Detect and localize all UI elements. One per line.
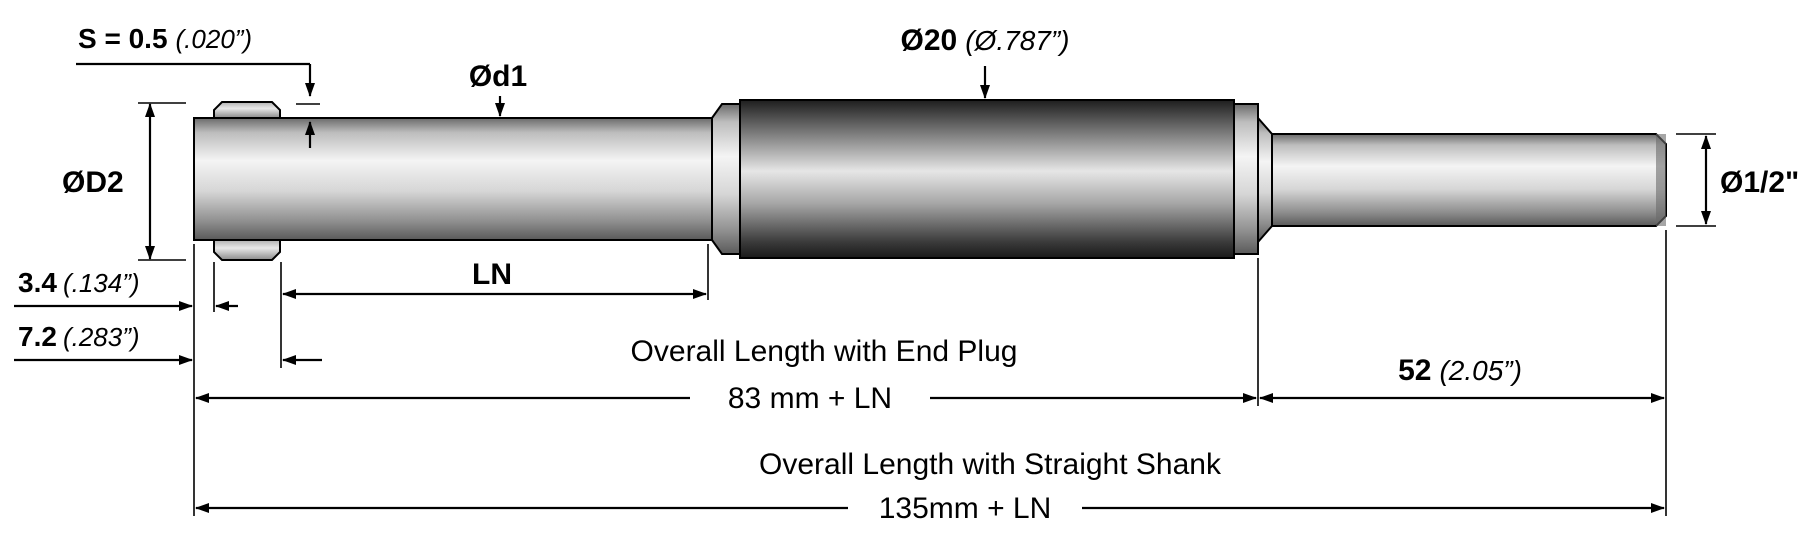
key-bottom: [213, 239, 281, 261]
label-d1: Ød1: [469, 60, 527, 93]
label-straight-value: 135mm + LN: [879, 492, 1052, 525]
label-straight-title: Overall Length with Straight Shank: [759, 448, 1222, 481]
label-d20: Ø20(Ø.787”): [901, 24, 1070, 57]
label-end-plug-value: 83 mm + LN: [728, 382, 892, 415]
label-ln: LN: [472, 258, 512, 291]
label-shank-dia: Ø1/2": [1720, 166, 1799, 199]
dimension-labels: S = 0.5(.020”) Ød1 Ø20(Ø.787”) ØD2 Ø1/2"…: [18, 23, 1799, 525]
main-body: [739, 99, 1235, 259]
label-s: S = 0.5(.020”): [78, 23, 252, 54]
label-D2: ØD2: [62, 166, 124, 199]
label-3-4: 3.4(.134”): [18, 267, 140, 298]
label-end-plug-title: Overall Length with End Plug: [631, 335, 1018, 368]
key-top: [213, 101, 281, 119]
shaft-left: [193, 117, 715, 241]
label-7-2: 7.2(.283”): [18, 321, 140, 352]
label-shank-length: 52(2.05”): [1398, 354, 1522, 387]
collar: [1233, 103, 1259, 255]
shaft-neck: [711, 103, 741, 255]
dimension-lines: [14, 62, 1716, 516]
tool-body: [193, 99, 1667, 261]
shank-end: [1656, 134, 1666, 226]
collar-taper: [1257, 115, 1273, 245]
straight-shank: [1271, 133, 1667, 227]
